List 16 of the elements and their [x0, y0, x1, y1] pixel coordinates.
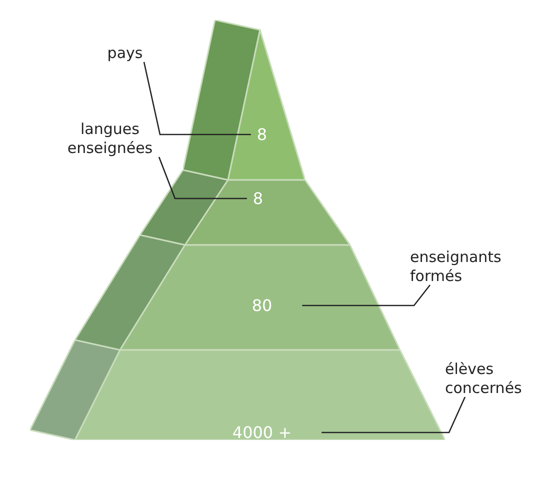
- callout-label: langues enseignées: [55, 120, 165, 158]
- leader-line: [322, 396, 466, 434]
- value-label: 80: [252, 296, 272, 315]
- leader-line: [302, 284, 431, 306]
- pyramid-tier: [75, 235, 400, 350]
- leader-line: [143, 62, 251, 136]
- callout-label: enseignants formés: [410, 248, 520, 286]
- callout-label: élèves concernés: [445, 360, 545, 398]
- pyramid-tier: [30, 340, 445, 440]
- callout-label: pays: [100, 44, 150, 63]
- pyramid-tier: [183, 20, 305, 180]
- value-label: 8: [256, 125, 268, 144]
- leader-line: [158, 156, 247, 200]
- value-label: 8: [252, 189, 264, 208]
- value-label: 4000 +: [232, 423, 292, 440]
- pyramid-tier: [140, 170, 350, 245]
